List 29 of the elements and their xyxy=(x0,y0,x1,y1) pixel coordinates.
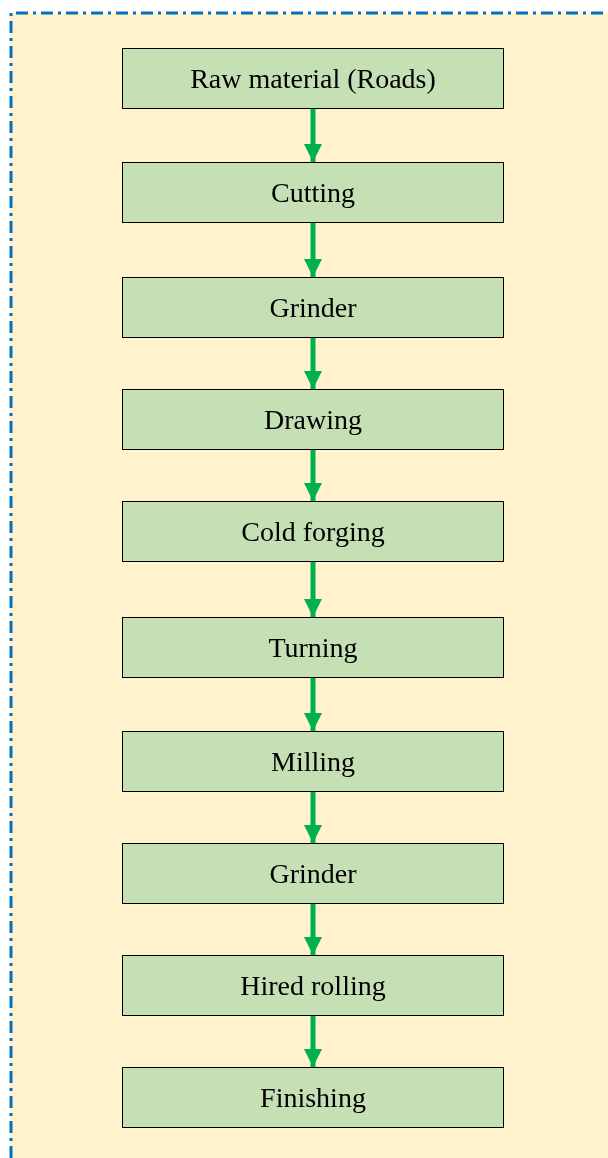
process-box xyxy=(122,731,504,792)
step-label: Grinder xyxy=(269,857,357,890)
step-label: Turning xyxy=(268,631,358,664)
process-box xyxy=(122,955,504,1016)
arrow xyxy=(304,1016,322,1067)
step-label: Milling xyxy=(271,745,355,778)
arrow xyxy=(304,562,322,617)
process-box xyxy=(122,48,504,109)
process-box xyxy=(122,617,504,678)
step-label: Cutting xyxy=(271,176,355,209)
arrow xyxy=(304,109,322,162)
process-box xyxy=(122,389,504,450)
arrow xyxy=(304,792,322,843)
step-label: Cold forging xyxy=(241,515,385,548)
process-box xyxy=(122,501,504,562)
step-label: Drawing xyxy=(264,403,362,436)
process-box xyxy=(122,162,504,223)
process-box xyxy=(122,277,504,338)
process-box xyxy=(122,843,504,904)
step-label: Finishing xyxy=(260,1081,366,1114)
process-box xyxy=(122,1067,504,1128)
arrow xyxy=(304,223,322,277)
arrow xyxy=(304,904,322,955)
arrow xyxy=(304,338,322,389)
step-label: Grinder xyxy=(269,291,357,324)
arrow xyxy=(304,678,322,731)
step-label: Raw material (Roads) xyxy=(190,62,436,95)
step-label: Hired rolling xyxy=(240,969,386,1002)
arrow xyxy=(304,450,322,501)
